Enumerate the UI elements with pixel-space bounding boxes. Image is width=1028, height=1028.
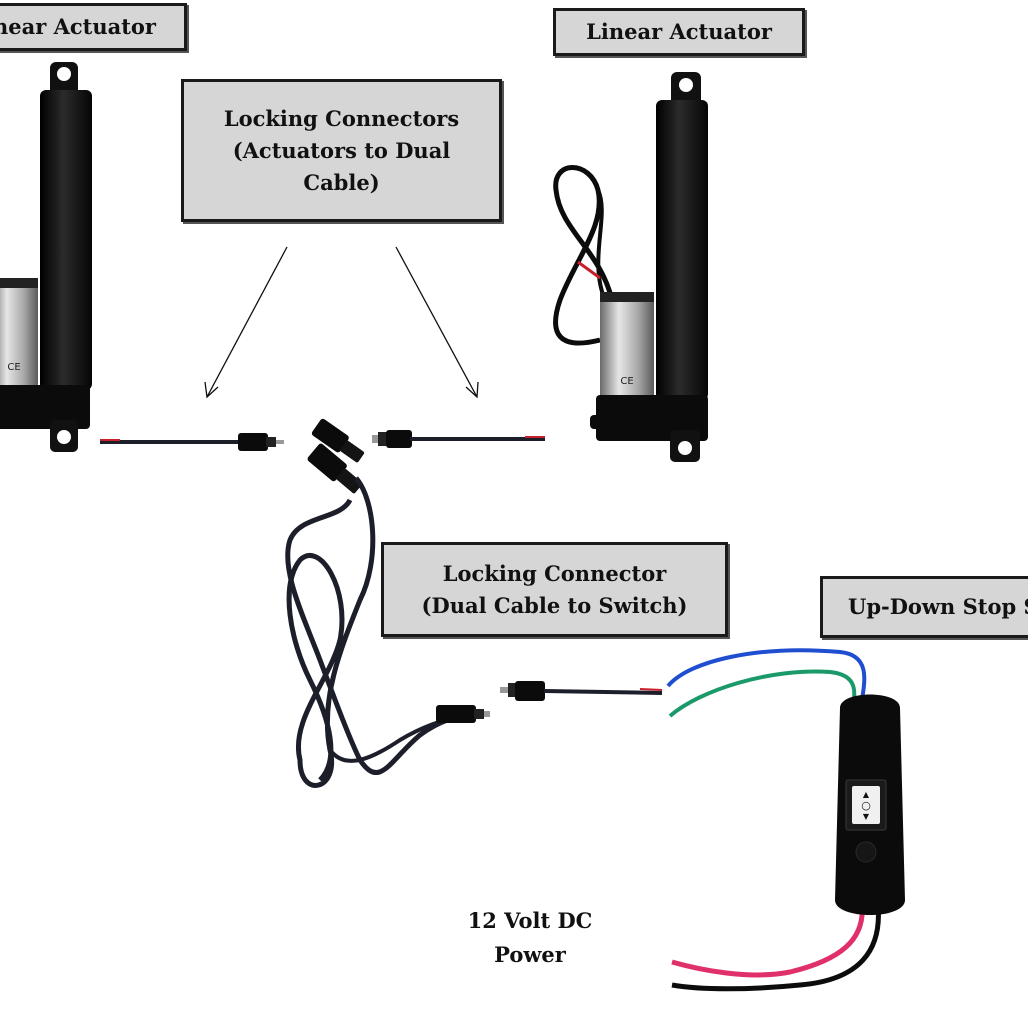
rocker-switch-image [666,648,905,992]
actuator-left-image: CE [0,62,92,452]
callout-arrows [204,246,479,399]
label-locking-connector-switch-line2: (Dual Cable to Switch) [421,592,688,618]
label-updown-switch: Up-Down Stop S [820,576,1028,638]
label-locking-connectors-line2: (Actuators to Dual [232,137,451,163]
label-power-line2: Power [494,942,566,967]
right-lead-connector [372,430,545,448]
label-left-actuator-text: near Actuator [0,14,156,39]
left-lead-connector [100,433,284,451]
label-right-actuator: Linear Actuator [553,8,805,56]
label-updown-switch-text: Up-Down Stop S [848,594,1028,619]
label-left-actuator: near Actuator [0,3,187,51]
svg-text:CE: CE [7,362,20,373]
label-locking-connectors: Locking Connectors (Actuators to Dual Ca… [181,79,502,222]
label-power: 12 Volt DC Power [455,904,605,972]
switch-lead-connector [500,681,663,701]
label-locking-connector-switch: Locking Connector (Dual Cable to Switch) [381,542,728,637]
label-locking-connectors-line1: Locking Connectors [223,105,460,131]
label-locking-connectors-line3: Cable) [303,169,380,195]
label-power-line1: 12 Volt DC [467,908,593,933]
dual-cable [285,418,490,788]
stop-circle-icon: ○ [861,798,871,812]
svg-text:CE: CE [620,376,633,387]
up-arrow-icon: ▲ [862,789,870,799]
down-arrow-icon: ▼ [862,811,870,821]
switch-symbols: ▲ ○ ▼ [852,786,880,824]
label-right-actuator-text: Linear Actuator [586,19,772,44]
label-locking-connector-switch-line1: Locking Connector [442,560,667,586]
actuator-right-image: CE [553,72,708,462]
